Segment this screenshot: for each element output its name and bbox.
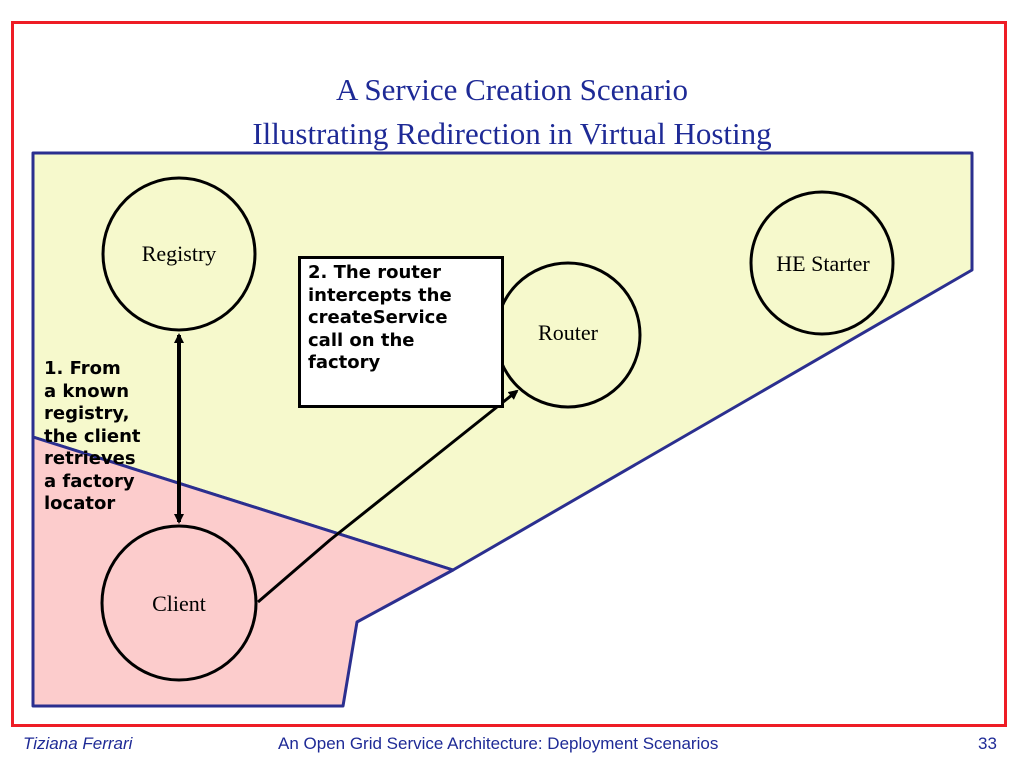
step2-callout: 2. The router intercepts the createServi…: [308, 262, 452, 373]
he-starter-label: HE Starter: [776, 251, 870, 276]
footer-subject: An Open Grid Service Architecture: Deplo…: [278, 734, 719, 753]
step1-callout: 1. From a known registry, the client ret…: [44, 358, 141, 514]
slide-subtitle: Illustrating Redirection in Virtual Host…: [252, 116, 772, 151]
router-callout-box: [298, 256, 504, 408]
slide-title: A Service Creation Scenario: [335, 72, 689, 107]
slide-border: [11, 21, 1007, 727]
he-starter-node: [749, 190, 895, 336]
router-label: Router: [538, 320, 598, 345]
client-node: [100, 524, 258, 682]
client-label: Client: [152, 591, 206, 616]
footer-author: Tiziana Ferrari: [23, 734, 133, 753]
footer-page-number: 33: [978, 734, 997, 753]
registry-label: Registry: [141, 241, 217, 266]
client-router-arrow: [257, 389, 519, 604]
registry-node: [101, 176, 257, 332]
